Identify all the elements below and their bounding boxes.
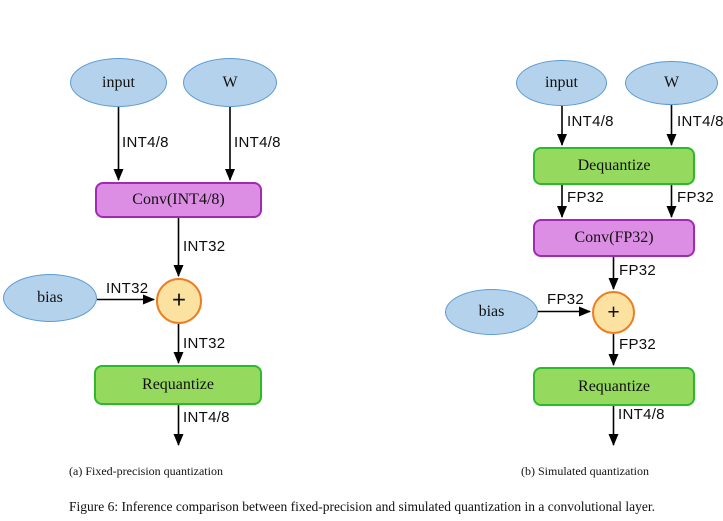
node-bias-a: bias: [3, 274, 97, 322]
edge-label-a-input-to-conv: INT4/8: [122, 134, 169, 151]
node-add-b: +: [592, 291, 635, 334]
node-input-a: input: [70, 58, 167, 107]
edge-label-b-dequantize-to-conv-right: FP32: [677, 189, 715, 206]
node-dequantize-b: Dequantize: [533, 147, 695, 185]
plus-icon: +: [171, 286, 187, 314]
node-weight-a: W: [183, 58, 277, 107]
node-requantize-b: Requantize: [533, 367, 695, 406]
edge-label-a-bias-to-add: INT32: [106, 280, 149, 297]
node-conv-fp32-b: Conv(FP32): [533, 219, 695, 257]
node-input-a-label: input: [102, 73, 135, 91]
edge-label-b-bias-to-add: FP32: [547, 291, 585, 308]
subcaption-b: (b) Simulated quantization: [521, 464, 649, 478]
node-input-b-label: input: [545, 74, 578, 91]
edge-label-a-conv-to-add: INT32: [183, 238, 226, 255]
node-requantize-b-label: Requantize: [578, 377, 650, 395]
node-weight-b-label: W: [663, 74, 680, 91]
node-requantize-a: Requantize: [94, 365, 262, 405]
node-bias-b: bias: [445, 289, 538, 335]
node-conv-fp32-b-label: Conv(FP32): [574, 229, 654, 246]
node-dequantize-b-label: Dequantize: [577, 157, 651, 174]
edge-label-a-output: INT4/8: [183, 409, 230, 426]
subcaption-a: (a) Fixed-precision quantization: [69, 464, 223, 478]
edge-label-a-weight-to-conv: INT4/8: [234, 134, 281, 151]
node-conv-int-a: Conv(INT4/8): [95, 182, 262, 218]
node-bias-a-label: bias: [37, 289, 63, 306]
node-conv-int-a-label: Conv(INT4/8): [132, 191, 225, 208]
node-input-b: input: [516, 60, 607, 106]
node-bias-b-label: bias: [478, 303, 505, 320]
node-requantize-a-label: Requantize: [142, 376, 214, 393]
node-weight-a-label: W: [222, 73, 238, 91]
edge-label-b-conv-to-add: FP32: [619, 262, 657, 279]
edge-label-b-output: INT4/8: [618, 406, 665, 423]
edge-label-b-input-to-dequantize: INT4/8: [567, 113, 614, 130]
edge-label-b-dequantize-to-conv-left: FP32: [567, 189, 605, 206]
node-weight-b: W: [625, 61, 718, 105]
figure-caption: Figure 6: Inference comparison between f…: [69, 499, 655, 514]
edge-label-b-add-to-requantize: FP32: [619, 336, 657, 353]
edge-label-a-add-to-requantize: INT32: [183, 335, 226, 352]
node-add-a: +: [156, 278, 202, 324]
plus-icon: +: [607, 298, 620, 324]
edge-label-b-weight-to-dequantize: INT4/8: [677, 113, 723, 130]
